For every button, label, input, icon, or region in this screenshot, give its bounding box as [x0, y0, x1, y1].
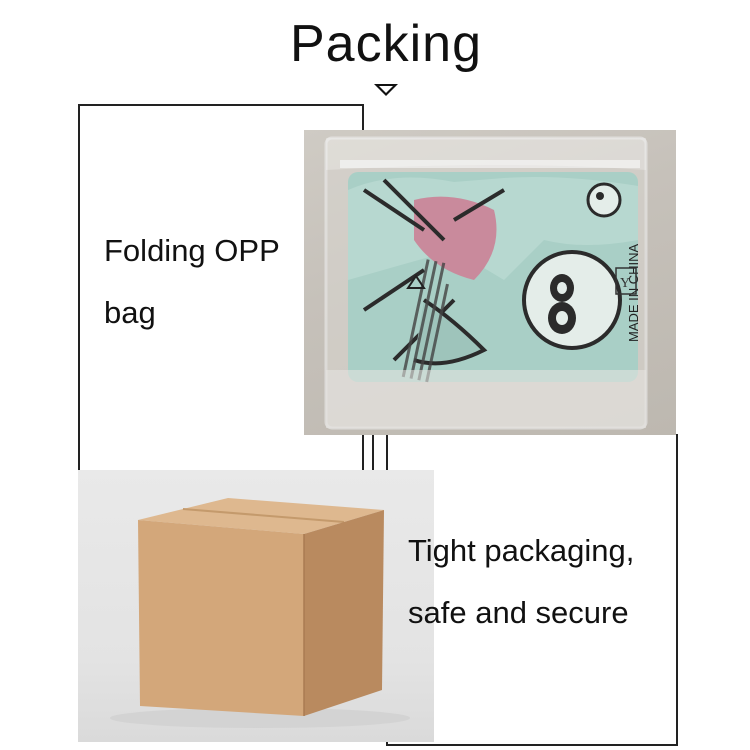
bag-label-line1: Folding OPP	[104, 233, 280, 268]
box-label-line2: safe and secure	[408, 595, 629, 630]
opp-bag-illustration: MADE IN CHINA Y	[324, 136, 648, 430]
down-triangle-icon	[374, 84, 398, 96]
bag-print-mark: Y	[620, 276, 630, 291]
bag-print-text: MADE IN CHINA	[626, 243, 641, 342]
bag-label-line2: bag	[104, 295, 156, 330]
cardboard-box-photo	[78, 470, 434, 742]
box-label: Tight packaging, safe and secure	[408, 520, 634, 644]
bag-label: Folding OPP bag	[104, 220, 280, 344]
page-title: Packing	[290, 15, 482, 73]
cardboard-box-illustration	[110, 498, 410, 728]
box-label-line1: Tight packaging,	[408, 533, 635, 568]
opp-bag-photo: MADE IN CHINA Y	[304, 130, 676, 435]
